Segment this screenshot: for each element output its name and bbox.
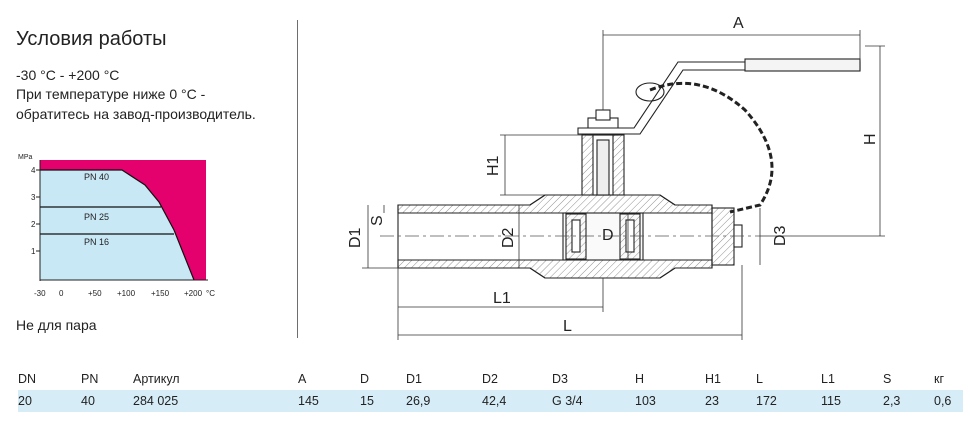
column-header: Артикул [133, 372, 180, 386]
stem-cap [595, 109, 611, 121]
valve-technical-drawing: A H H1 D1 S D2 D D3 L1 L [347, 15, 885, 340]
zone-label-pn16: PN 16 [84, 237, 109, 247]
column-header: DN [18, 372, 37, 386]
column-divider [297, 20, 298, 338]
table-cell: 40 [81, 394, 95, 408]
allowed-zone [40, 170, 194, 280]
table-cell: 26,9 [406, 394, 431, 408]
column-header: H1 [705, 372, 721, 386]
section-title: Условия работы [16, 28, 167, 50]
table-cell: 145 [298, 394, 319, 408]
x-tick-label: -30 [34, 289, 46, 298]
chain-ring [635, 82, 665, 102]
zone-label-pn25: PN 25 [84, 212, 109, 222]
spec-table: DN PN Артикул A D D1 D2 D3 H H1 L L1 S к… [18, 368, 963, 412]
lower-wall-section [397, 259, 713, 279]
column-header: L [756, 372, 763, 386]
dim-label-d2: D2 [500, 227, 517, 248]
column-header: D2 [482, 372, 498, 386]
table-row: 20 40 284 025 145 15 26,9 42,4 G 3/4 103… [18, 390, 963, 412]
low-temp-note-line1: При температуре ниже 0 °C - [16, 86, 206, 102]
column-header: S [883, 372, 892, 386]
pn40-boundary [40, 169, 195, 281]
temperature-unit-label: °C [206, 289, 215, 298]
not-for-steam-note: Не для пара [16, 317, 97, 333]
dim-label-d1: D1 [347, 227, 364, 248]
table-cell: 15 [360, 394, 374, 408]
column-header: D [360, 372, 370, 386]
table-cell: G 3/4 [552, 394, 583, 408]
table-cell: 42,4 [482, 394, 507, 408]
column-header: кг [934, 372, 945, 386]
y-tick-label: 2 [31, 220, 36, 229]
y-tick-label: 1 [31, 247, 36, 256]
pressure-unit-label: MPa [18, 154, 33, 161]
handle-grip [744, 58, 861, 72]
table-cell: 0,6 [934, 394, 952, 408]
table-header-row: DN PN Артикул A D D1 D2 D3 H H1 L L1 S к… [18, 368, 963, 390]
dim-label-s: S [369, 215, 386, 226]
table-cell: 2,3 [883, 394, 901, 408]
table-cell: 284 025 [133, 394, 179, 408]
table-cell: 103 [635, 394, 656, 408]
temp-range-text: -30 °C - +200 °C [16, 67, 120, 83]
threaded-end [711, 207, 735, 266]
column-header: H [635, 372, 645, 386]
pressure-temperature-chart: MPa 4 3 2 1 PN 40 PN 25 PN 16 -30 0 +50 … [18, 154, 215, 298]
table-cell: 20 [18, 394, 32, 408]
y-tick-label: 3 [31, 193, 36, 202]
x-tick-label: 0 [59, 289, 64, 298]
y-tick-label: 4 [31, 166, 36, 175]
table-cell: 172 [756, 394, 777, 408]
table-cell: 23 [705, 394, 719, 408]
column-header: D3 [552, 372, 568, 386]
x-tick-label: +100 [117, 289, 136, 298]
column-header: A [298, 372, 307, 386]
x-tick-label: +50 [88, 289, 102, 298]
table-cell: 115 [821, 394, 841, 408]
cap-chain [649, 81, 774, 214]
column-header: PN [81, 372, 99, 386]
dim-label-h: H [862, 133, 879, 145]
upper-wall-section [397, 194, 713, 214]
column-header: L1 [821, 372, 835, 386]
zone-label-pn40: PN 40 [84, 172, 109, 182]
dim-label-d: D [602, 227, 614, 244]
x-tick-label: +200 [184, 289, 203, 298]
handle-lever [577, 61, 861, 135]
column-header: D1 [406, 372, 422, 386]
dim-label-a: A [733, 15, 744, 32]
dim-label-h1: H1 [485, 155, 502, 176]
x-tick-label: +150 [151, 289, 170, 298]
dim-label-l1: L1 [493, 290, 511, 307]
dim-label-d3: D3 [772, 225, 789, 246]
dim-label-l: L [563, 318, 572, 335]
valve-stem [596, 139, 610, 196]
low-temp-note-line2: обратитесь на завод-производитель. [16, 106, 256, 122]
